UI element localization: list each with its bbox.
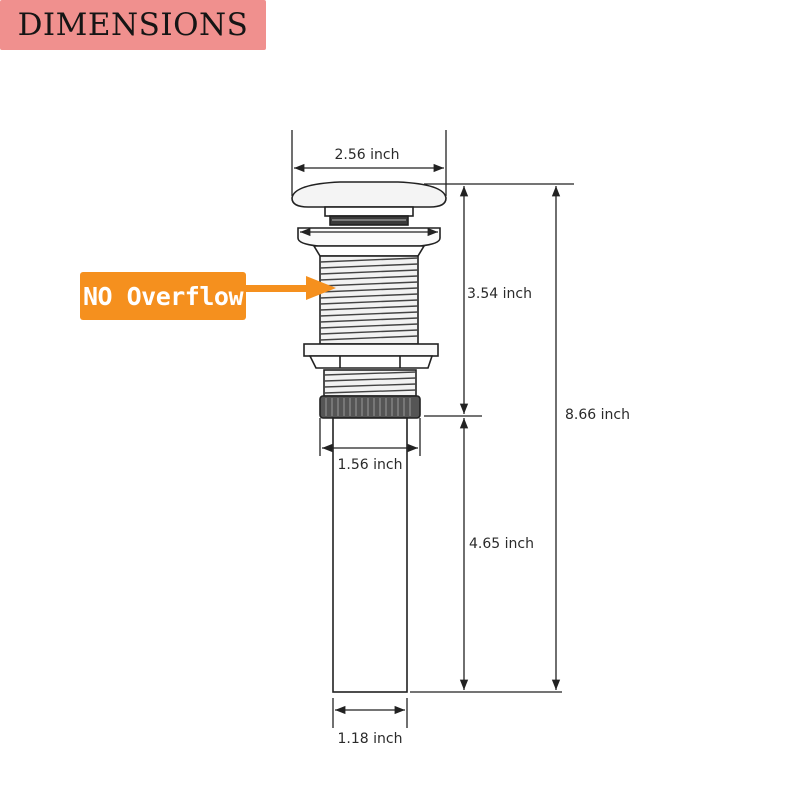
thread-lines — [319, 257, 419, 341]
body-width-label: 1.56 inch — [338, 457, 403, 473]
cap-stem-ring — [324, 206, 414, 217]
washer — [303, 343, 439, 357]
tail-height-label: 4.65 inch — [469, 536, 534, 552]
tail-pipe — [332, 417, 408, 693]
page-title: DIMENSIONS — [0, 0, 266, 50]
drain-cap — [291, 181, 447, 208]
drain-flange — [297, 227, 441, 247]
drain-illustration — [291, 181, 447, 693]
knurled-ring — [319, 395, 421, 419]
dimension-lines — [291, 130, 574, 728]
total-height-label: 8.66 inch — [565, 407, 630, 423]
callout-arrow — [246, 276, 336, 300]
upper-height-label: 3.54 inch — [467, 286, 532, 302]
tail-width-label: 1.18 inch — [338, 731, 403, 747]
cap-width-label: 2.56 inch — [335, 147, 400, 163]
hex-nut — [308, 355, 434, 369]
no-overflow-callout: NO Overflow — [80, 272, 246, 320]
